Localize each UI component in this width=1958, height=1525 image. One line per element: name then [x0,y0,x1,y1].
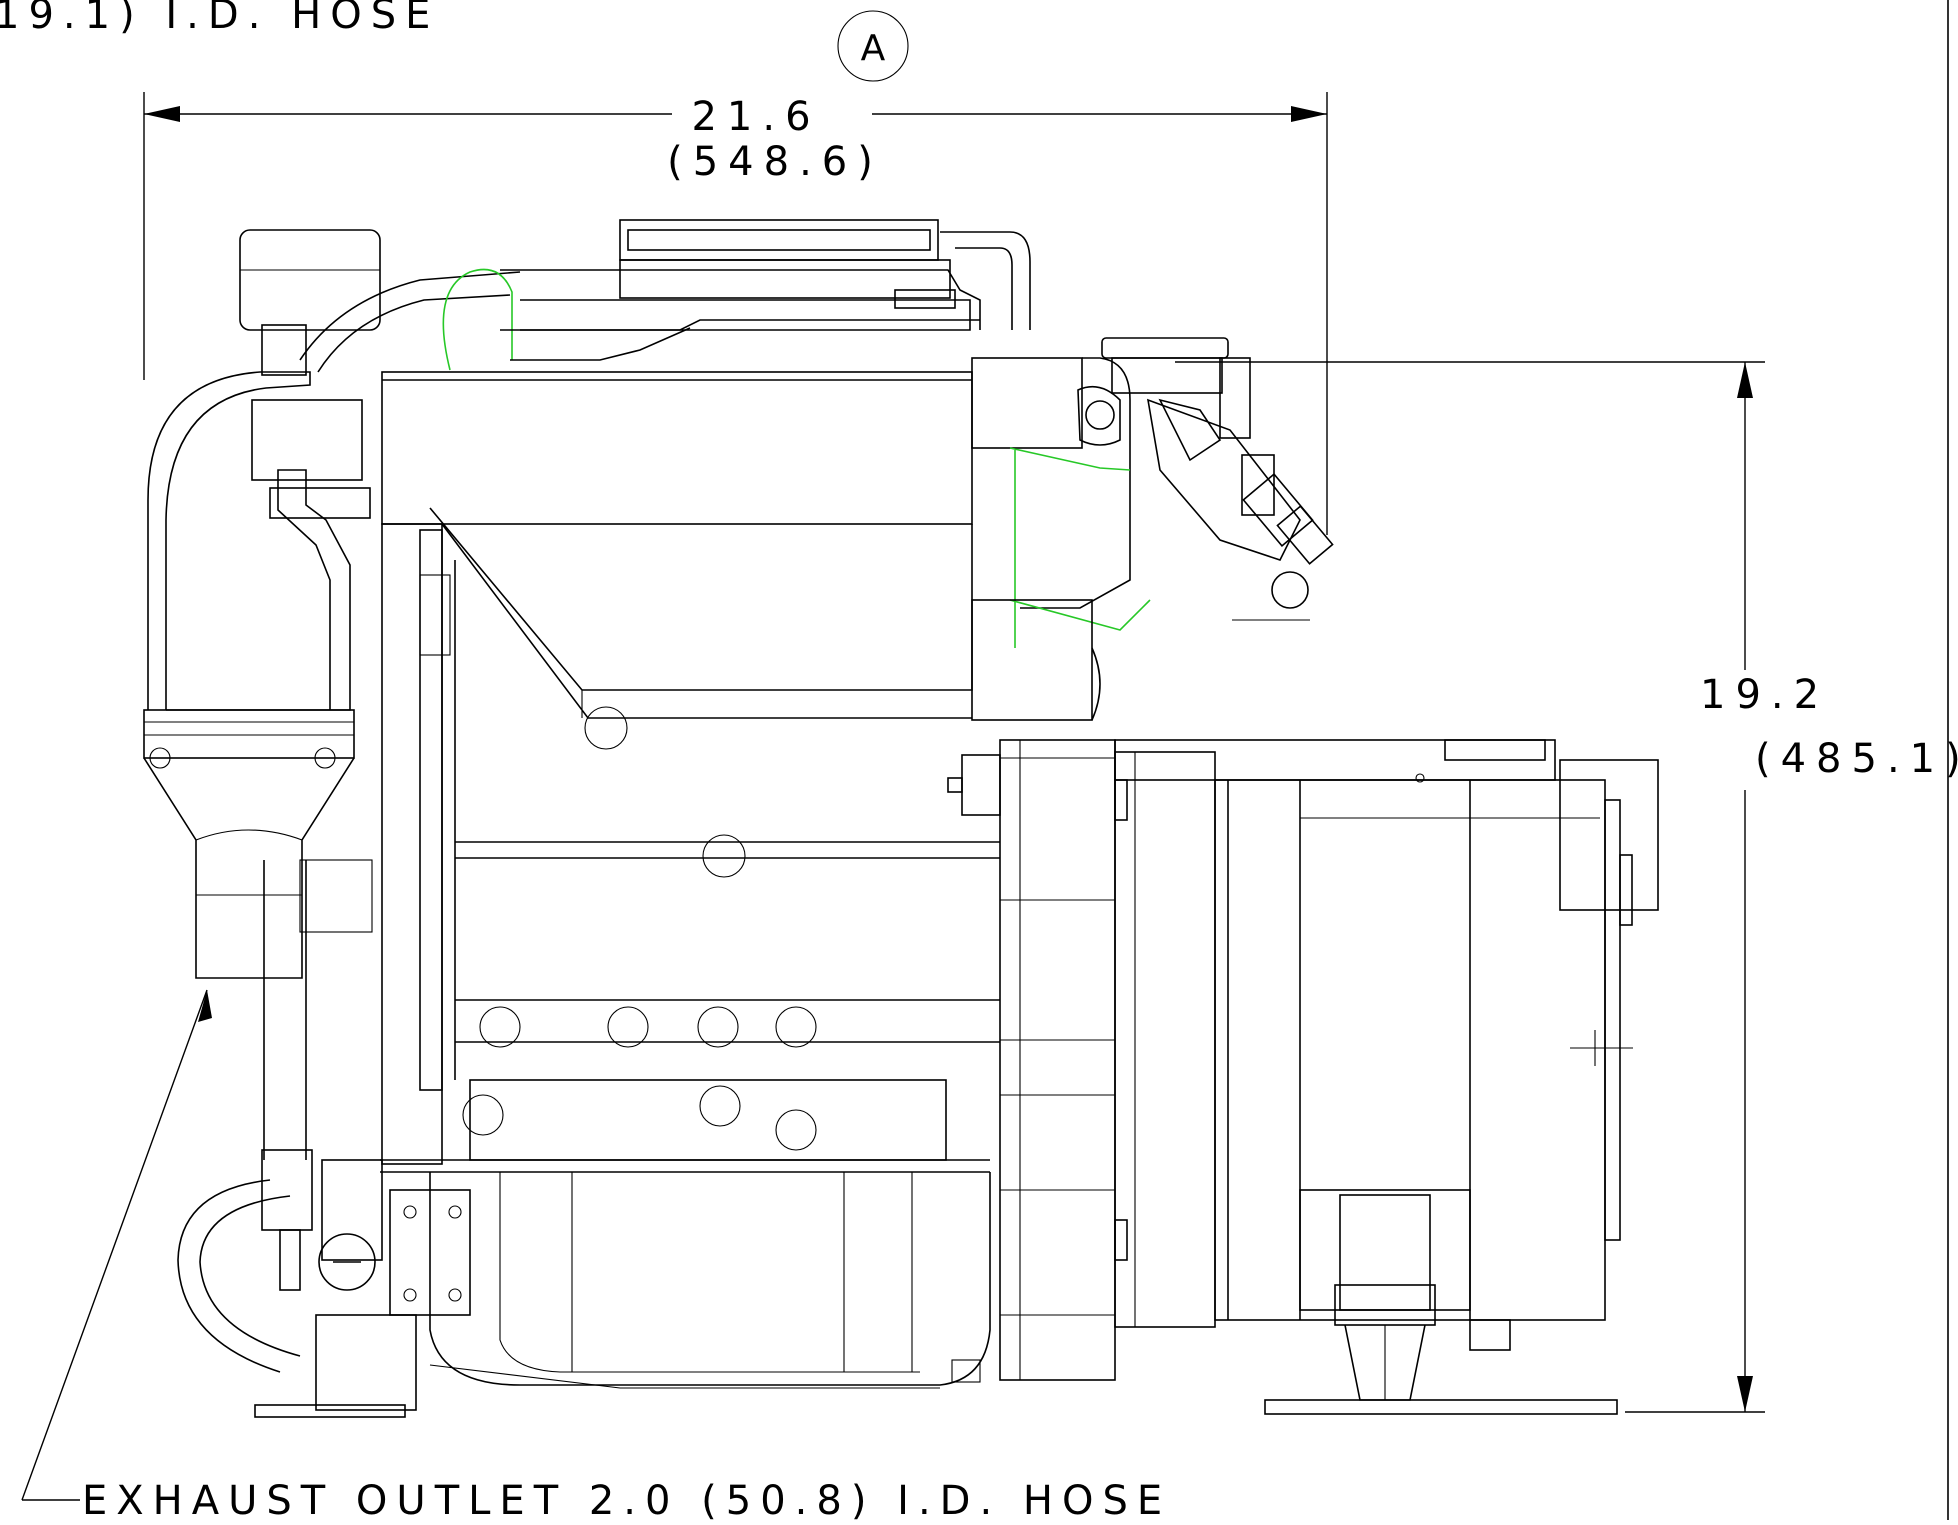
width-arrow-right [1291,106,1327,122]
view-marker-circle [837,10,909,82]
width-value-mm: (548.6) [667,139,883,185]
height-arrow-top [1737,362,1753,398]
exhaust-callout-text: EXHAUST OUTLET 2.0 (50.8) I.D. HOSE [82,1478,1171,1520]
generator [1114,739,1659,1415]
width-arrow-left [144,106,180,122]
height-value-inch: 19.2 [1700,672,1829,718]
width-value-inch: 21.6 [691,94,820,140]
bell-housing [947,739,1128,1381]
exhaust-leader-line [21,989,208,1501]
exhaust-elbow [971,357,1151,721]
exhaust-callout: EXHAUST OUTLET 2.0 (50.8) I.D. HOSE [21,989,1171,1524]
height-value-mm: (485.1) [1755,736,1958,782]
view-marker-label: A [861,28,886,69]
exhaust-leader-arrow [198,990,212,1022]
engine-outline [143,219,1659,1418]
engine-block [380,523,1000,1173]
top-note-fragment: 19.1) I.D. HOSE [0,0,439,38]
lower-hose [177,1149,471,1418]
height-arrow-bottom [1737,1376,1753,1412]
upper-hose [239,229,521,519]
intake-silencer [143,371,355,979]
green-clamp-loop [442,268,513,371]
air-box [381,371,973,750]
width-dimension: 21.6 (548.6) [143,92,1328,535]
left-pipe [263,859,373,1160]
top-cover [500,219,1031,361]
fuel-pump [1101,337,1334,621]
oil-pan [429,1172,991,1389]
height-dimension: 19.2 (485.1) [1175,361,1958,1413]
view-marker: A [837,10,909,82]
